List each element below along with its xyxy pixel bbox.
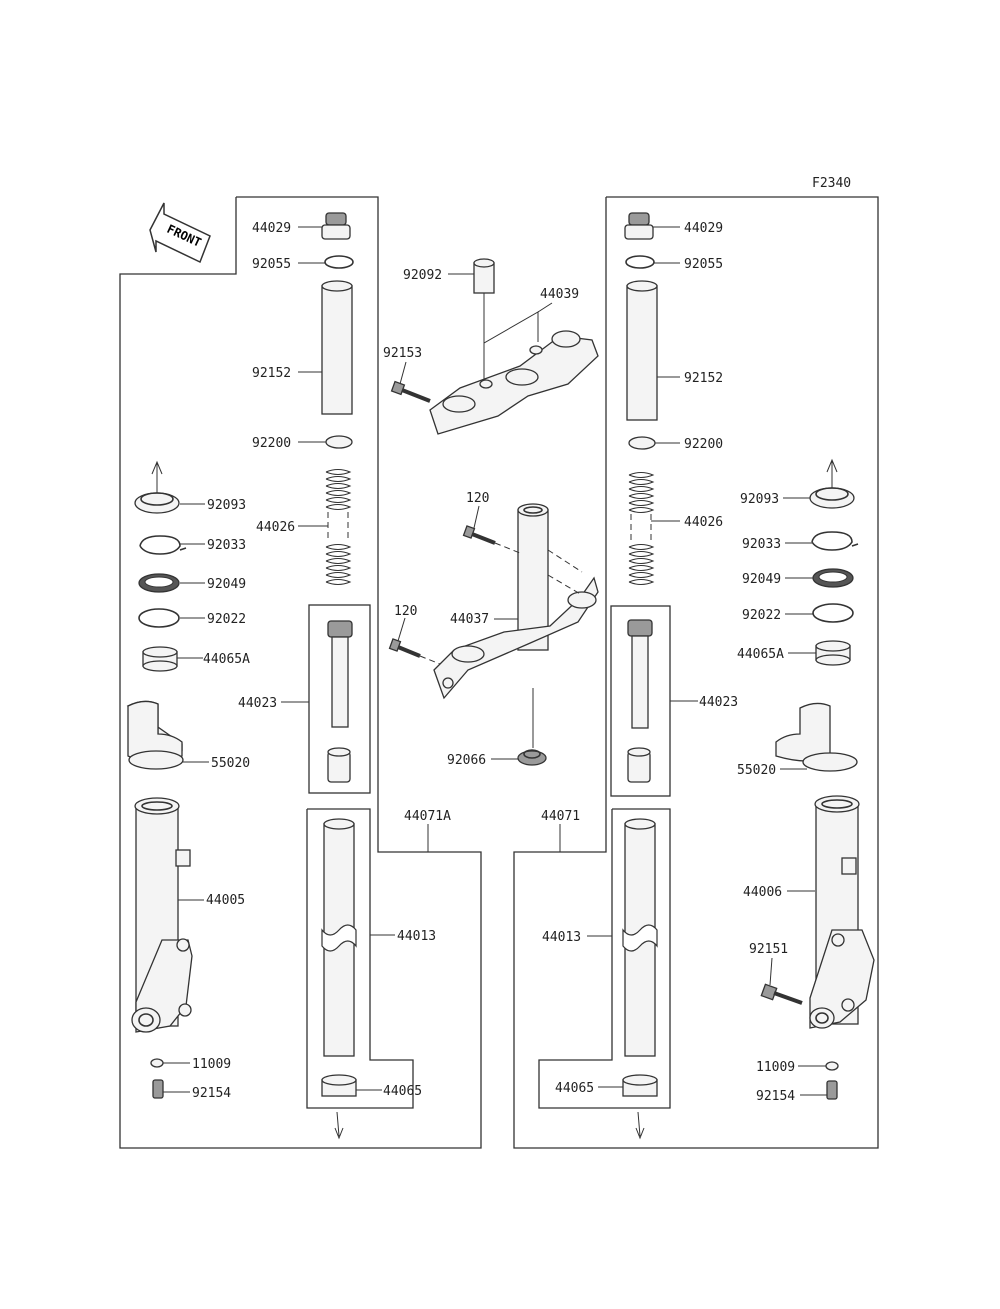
washer-right xyxy=(628,436,656,450)
label-92033-left: 92033 xyxy=(207,538,246,553)
label-44023-left: 44023 xyxy=(238,696,277,711)
cap-bolt-right xyxy=(624,212,654,240)
label-92049-right: 92049 xyxy=(742,572,781,587)
gasket-right xyxy=(825,1061,839,1071)
label-44065-right: 44065 xyxy=(555,1081,594,1096)
label-92152-left: 92152 xyxy=(252,366,291,381)
label-120-upper: 120 xyxy=(466,491,489,506)
circlip-left xyxy=(139,535,187,555)
bolt-92154-left xyxy=(152,1079,164,1099)
bolt-92154-right xyxy=(826,1080,838,1100)
label-55020-left: 55020 xyxy=(211,756,250,771)
upper-bracket xyxy=(429,330,599,435)
circlip-right xyxy=(811,531,859,551)
label-92200-left: 92200 xyxy=(252,436,291,451)
label-44006-right: 44006 xyxy=(743,885,782,900)
inner-tube-left xyxy=(321,818,357,1097)
outer-tube-left xyxy=(131,797,193,1033)
damper-box-left xyxy=(308,604,371,794)
label-11009-left: 11009 xyxy=(192,1057,231,1072)
left-assembly-frame xyxy=(119,196,482,1149)
label-44026-left: 44026 xyxy=(256,520,295,535)
bushing-44065a-right xyxy=(815,640,851,666)
label-44029-right: 44029 xyxy=(684,221,723,236)
label-44071: 44071 xyxy=(541,809,580,824)
inner-tube-box-right xyxy=(538,808,671,1109)
oil-seal-right xyxy=(809,458,855,509)
label-44037: 44037 xyxy=(450,612,489,627)
label-92055-left: 92055 xyxy=(252,257,291,272)
fork-guard-right xyxy=(775,702,858,772)
label-44071A: 44071A xyxy=(404,809,451,824)
o-ring-left xyxy=(324,255,354,269)
label-92022-left: 92022 xyxy=(207,612,246,627)
seal-92066 xyxy=(517,749,547,766)
collar-left xyxy=(321,280,353,415)
label-44026-right: 44026 xyxy=(684,515,723,530)
label-44039: 44039 xyxy=(540,287,579,302)
figure-code: F2340 xyxy=(812,176,851,191)
label-92152-right: 92152 xyxy=(684,371,723,386)
washer-left xyxy=(325,435,353,449)
bolt-92153 xyxy=(390,380,431,403)
label-92033-right: 92033 xyxy=(742,537,781,552)
right-assembly-frame xyxy=(513,196,879,1149)
washer-92022-left xyxy=(138,608,180,628)
bolt-120-lower xyxy=(388,638,421,658)
label-44013-left: 44013 xyxy=(397,929,436,944)
label-92153: 92153 xyxy=(383,346,422,361)
washer-92022-right xyxy=(812,603,854,623)
damper-rod-left xyxy=(327,620,353,783)
outer-tube-right xyxy=(809,795,875,1029)
label-92093-left: 92093 xyxy=(207,498,246,513)
collar-92092 xyxy=(473,258,495,294)
o-ring-right xyxy=(625,255,655,269)
inner-tube-box-left xyxy=(306,808,414,1109)
bushing-44065a-left xyxy=(142,646,178,672)
oil-seal-left xyxy=(134,460,180,514)
label-11009-right: 11009 xyxy=(756,1060,795,1075)
label-92092: 92092 xyxy=(403,268,442,283)
fork-guard-left xyxy=(126,700,184,770)
label-92049-left: 92049 xyxy=(207,577,246,592)
spring-right xyxy=(628,472,655,585)
front-arrow-icon: FRONT xyxy=(149,202,211,264)
label-55020-right: 55020 xyxy=(737,763,776,778)
label-92093-right: 92093 xyxy=(740,492,779,507)
dust-seal-left xyxy=(138,573,180,593)
label-92055-right: 92055 xyxy=(684,257,723,272)
label-92154-left: 92154 xyxy=(192,1086,231,1101)
damper-rod-right xyxy=(627,619,653,783)
spring-left xyxy=(325,469,352,585)
label-44065A-left: 44065A xyxy=(203,652,250,667)
label-92022-right: 92022 xyxy=(742,608,781,623)
label-120-lower: 120 xyxy=(394,604,417,619)
gasket-left xyxy=(150,1058,164,1068)
label-92066: 92066 xyxy=(447,753,486,768)
label-44065-left: 44065 xyxy=(383,1084,422,1099)
dust-seal-right xyxy=(812,568,854,588)
label-92154-right: 92154 xyxy=(756,1089,795,1104)
collar-right xyxy=(626,280,658,421)
label-92151-right: 92151 xyxy=(749,942,788,957)
label-44013-right: 44013 xyxy=(542,930,581,945)
bolt-120-upper xyxy=(462,525,496,545)
bolt-92151-right xyxy=(760,983,803,1005)
label-44065A-right: 44065A xyxy=(737,647,784,662)
inner-tube-right xyxy=(622,818,658,1097)
label-92200-right: 92200 xyxy=(684,437,723,452)
label-44005-left: 44005 xyxy=(206,893,245,908)
label-44023-right: 44023 xyxy=(699,695,738,710)
label-44029-left: 44029 xyxy=(252,221,291,236)
cap-bolt-left xyxy=(321,212,351,240)
steering-stem xyxy=(433,503,599,700)
